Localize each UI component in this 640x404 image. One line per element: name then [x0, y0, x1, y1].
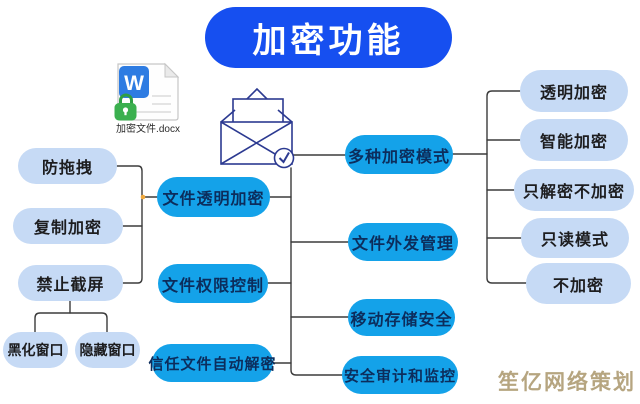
doc-filename: 加密文件.docx: [116, 124, 180, 135]
lock-icon: [114, 93, 137, 121]
word-badge-icon: W: [119, 66, 149, 98]
node-mobile-storage-security: 移动存储安全: [348, 299, 455, 336]
node-no-encrypt: 不加密: [526, 263, 631, 304]
node-trusted-auto-decrypt: 信任文件自动解密: [149, 344, 276, 382]
node-copy-encrypt: 复制加密: [13, 208, 123, 244]
root-node: 加密功能: [205, 7, 452, 68]
watermark: 笙亿网络策划: [498, 371, 636, 394]
node-readonly-mode: 只读模式: [521, 218, 629, 258]
node-hide-window: 隐藏窗口: [75, 332, 140, 368]
node-outgoing-file-mgmt: 文件外发管理: [348, 223, 458, 261]
node-anti-drag: 防拖拽: [18, 148, 117, 184]
node-transparent-file-encrypt: 文件透明加密: [157, 177, 270, 217]
node-no-screenshot: 禁止截屏: [18, 265, 123, 301]
node-blacken-window: 黑化窗口: [3, 332, 68, 368]
node-transparent-encrypt: 透明加密: [520, 70, 628, 112]
node-security-audit: 安全审计和监控: [342, 356, 458, 394]
node-file-permission: 文件权限控制: [158, 264, 268, 303]
node-decrypt-only: 只解密不加密: [514, 169, 634, 211]
junction-sparkle: [140, 194, 146, 200]
svg-text:W: W: [124, 72, 144, 95]
node-smart-encrypt: 智能加密: [520, 119, 628, 161]
node-encrypt-modes: 多种加密模式: [345, 135, 453, 174]
